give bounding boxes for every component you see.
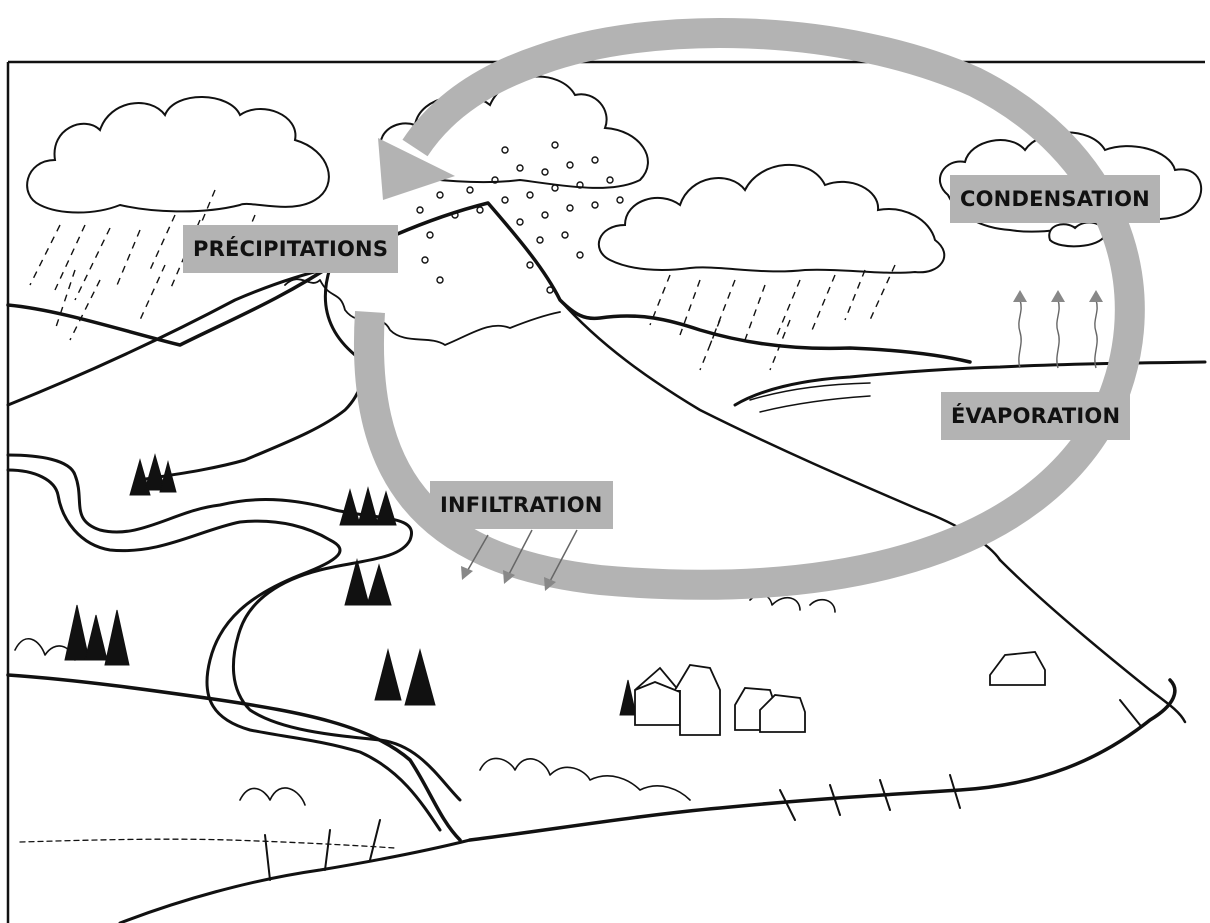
house-2 [674, 664, 721, 736]
infiltration-arrow-2 [506, 529, 533, 579]
river-bank-upper [138, 266, 364, 482]
far-left-hill [6, 258, 342, 347]
foreground-field [998, 558, 1187, 724]
landscape [6, 201, 1207, 923]
left-mountain [6, 266, 332, 407]
infiltration-arrow-3 [547, 529, 578, 586]
evaporation-arrow-2 [1056, 299, 1060, 369]
bush-line-mid [239, 787, 306, 806]
mountain-ridge [558, 298, 1002, 562]
cloud-far-right-tail [1048, 221, 1107, 248]
infiltration-label: INFILTRATION [430, 481, 613, 529]
precipitation-label: PRÉCIPITATIONS [183, 225, 399, 273]
lake-shore-inner [749, 382, 871, 413]
condensation-label: CONDENSATION [950, 175, 1160, 223]
infiltration-arrow-1 [464, 534, 489, 576]
evaporation-arrow-1 [1018, 299, 1022, 369]
evaporation-label: ÉVAPORATION [941, 392, 1131, 440]
bottom-left-dotted [19, 838, 396, 849]
cloud-left [26, 96, 330, 214]
cloud-right-center [598, 163, 946, 274]
trees [64, 403, 637, 716]
house-1 [634, 666, 681, 726]
bottom-left-bank [118, 838, 472, 923]
snow-dots [416, 141, 624, 294]
evaporation-arrows [1013, 290, 1103, 369]
snow-line [284, 278, 561, 346]
bush-line-center [479, 757, 691, 801]
evaporation-arrow-3 [1094, 299, 1098, 369]
central-mountain [393, 201, 972, 364]
cycle-arrow-ring [354, 17, 1145, 600]
river-bank-lower [6, 453, 462, 802]
shore-left [6, 673, 462, 842]
cycle-arrow-head [378, 138, 455, 200]
river-bank-second [6, 468, 442, 832]
cliff-edge [264, 699, 1141, 881]
cycle-arrow [354, 17, 1145, 600]
farm-house [989, 651, 1046, 686]
picture-frame [6, 60, 1205, 923]
infiltration-arrows [461, 529, 578, 591]
houses [634, 651, 1046, 736]
house-4 [759, 694, 806, 733]
shore-right [468, 678, 1177, 842]
